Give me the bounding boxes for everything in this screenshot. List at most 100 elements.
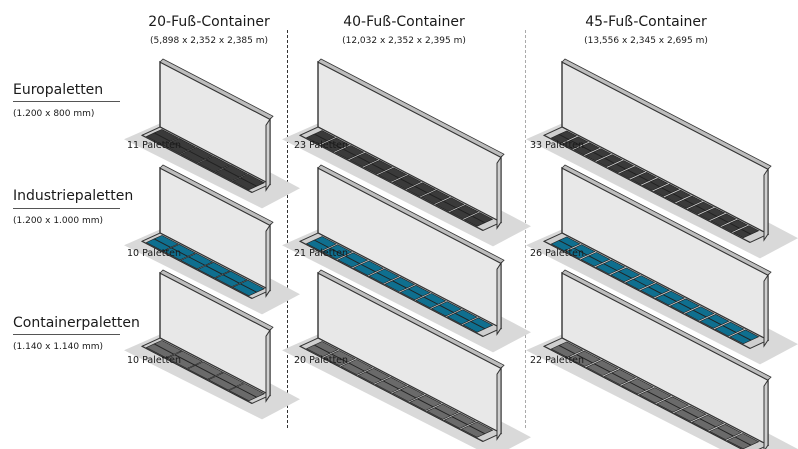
- pallet: [446, 312, 470, 325]
- pallet: [722, 321, 745, 333]
- pallet: [576, 350, 601, 364]
- pallet: [345, 252, 369, 264]
- pallet: [434, 200, 457, 212]
- pallet: [214, 274, 240, 288]
- pallet: [673, 409, 699, 422]
- pallet: [331, 350, 356, 363]
- container-top-edge: [561, 58, 772, 170]
- container-top-edge: [159, 58, 274, 120]
- pallet: [323, 353, 348, 367]
- pallet: [580, 255, 603, 267]
- count-label: 11 Paletten: [127, 140, 182, 151]
- pallet: [197, 159, 223, 173]
- pallet: [214, 168, 240, 182]
- container-top-edge: [317, 58, 505, 158]
- pallet: [698, 211, 718, 221]
- pallet: [391, 178, 414, 190]
- pallet: [573, 145, 592, 156]
- pallet: [321, 247, 345, 260]
- count-label: 22 Paletten: [530, 355, 585, 366]
- pallet: [356, 152, 379, 164]
- row-dims-europaletten: (1.200 x 800 mm): [13, 109, 95, 119]
- container-floor-edge: [543, 134, 751, 243]
- pallet: [406, 185, 428, 197]
- pallet: [377, 171, 400, 182]
- pallet: [714, 325, 737, 337]
- pallet: [661, 183, 680, 194]
- pallet: [558, 130, 578, 140]
- pallet: [207, 375, 237, 391]
- pallet: [371, 159, 393, 171]
- pallet: [669, 302, 692, 314]
- count-label: 10 Paletten: [127, 248, 182, 259]
- container-floor-edge: [141, 134, 253, 193]
- pallet: [391, 389, 417, 402]
- pallet: [568, 354, 594, 367]
- pallet: [706, 207, 726, 217]
- pallet: [630, 175, 649, 185]
- pallet: [385, 167, 408, 179]
- pallet: [710, 217, 729, 227]
- pallet: [607, 163, 627, 174]
- container-end-wall: [763, 273, 769, 348]
- container-end-wall: [763, 167, 769, 242]
- pallet: [604, 154, 623, 164]
- row-underline: [13, 208, 120, 209]
- pallet: [569, 136, 589, 146]
- container-end-wall: [496, 155, 502, 230]
- pallet: [460, 425, 486, 438]
- pallet: [656, 400, 682, 413]
- column-divider: [287, 30, 288, 428]
- pallet: [687, 205, 706, 215]
- container-end-wall: [496, 261, 502, 336]
- pallet: [328, 137, 350, 149]
- pallet: [721, 223, 741, 233]
- pallet: [639, 286, 663, 298]
- pallet: [374, 380, 400, 393]
- row-underline: [13, 334, 120, 335]
- pallet: [352, 264, 376, 276]
- pallet: [348, 156, 371, 168]
- container-floor-edge: [299, 240, 484, 337]
- pallet: [641, 181, 661, 191]
- pallet: [677, 298, 700, 310]
- container-floor-edge: [299, 345, 484, 442]
- pallet: [153, 235, 179, 248]
- pallet: [463, 215, 486, 227]
- pallet: [145, 343, 175, 359]
- pallet: [603, 372, 629, 386]
- pallet: [409, 398, 434, 411]
- pallet: [162, 247, 189, 261]
- pallet: [205, 261, 231, 275]
- pallet: [399, 385, 425, 399]
- pallet: [145, 132, 171, 146]
- pallet: [585, 363, 611, 376]
- pallet: [692, 306, 715, 318]
- pallet: [618, 169, 638, 179]
- pallet: [653, 187, 672, 197]
- column-title-40ft: 40-Fuß-Container: [343, 14, 465, 30]
- pallet: [195, 361, 224, 376]
- pallet: [654, 294, 677, 306]
- count-label: 20 Paletten: [294, 355, 349, 366]
- pallet: [457, 204, 479, 216]
- container-floor-edge: [141, 240, 253, 299]
- container-floor-edge: [543, 240, 751, 349]
- pallet: [363, 163, 385, 175]
- pallet: [153, 340, 183, 355]
- column-dims-40ft: (12,032 x 2,352 x 2,395 m): [342, 36, 466, 46]
- pallet: [407, 284, 431, 297]
- pallet: [337, 256, 361, 268]
- column-title-45ft: 45-Fuß-Container: [585, 14, 707, 30]
- row-dims-containerpaletten: (1.140 x 1.140 mm): [13, 342, 103, 352]
- pallet: [732, 228, 752, 239]
- column-dims-45ft: (13,556 x 2,345 x 2,695 m): [584, 36, 708, 46]
- pallet: [360, 260, 384, 273]
- pallet: [399, 174, 422, 186]
- container-top-edge: [317, 164, 505, 264]
- pallet: [565, 247, 588, 259]
- pallet: [153, 129, 179, 142]
- container-floor-edge: [543, 345, 743, 449]
- pallet: [588, 252, 611, 264]
